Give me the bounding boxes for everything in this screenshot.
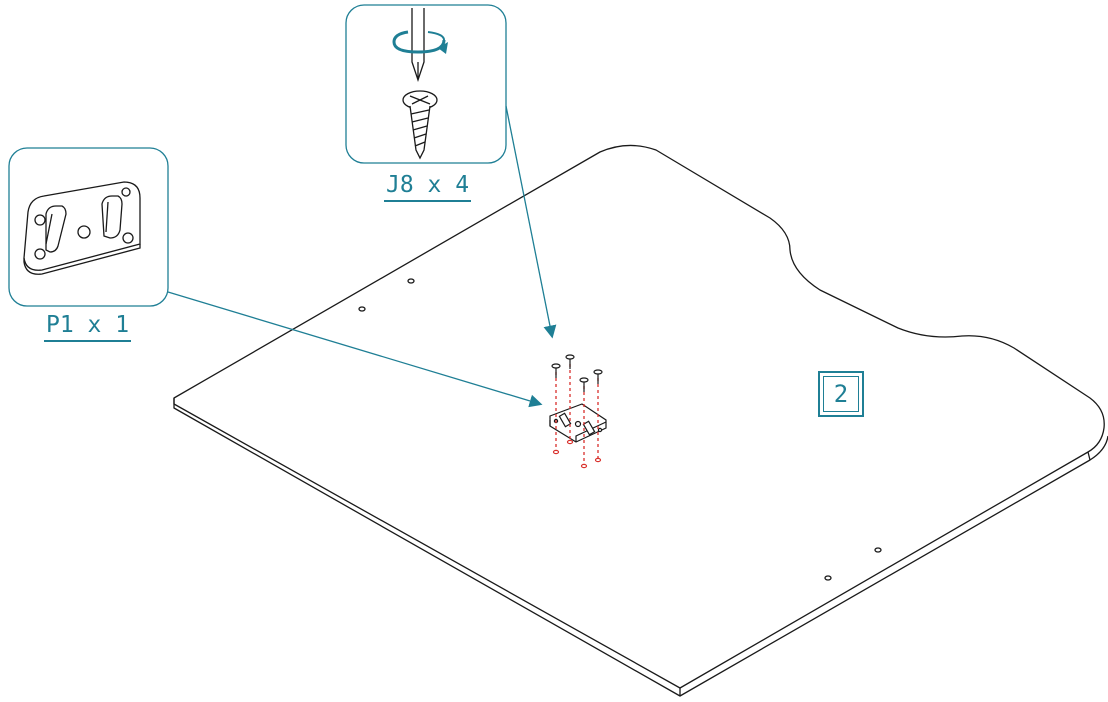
board-holes: [358, 278, 882, 581]
plate-leader-arrow: [167, 291, 543, 408]
step-number-badge: 2: [818, 371, 864, 417]
hole: [824, 575, 832, 581]
mounting-plate-icon: [23, 181, 141, 275]
screws-group: [551, 354, 603, 392]
wood-screw-icon: [565, 354, 575, 369]
screwdriver-icon: [411, 8, 425, 83]
rotation-arrow-icon: [392, 30, 448, 54]
screw-guide-lines: [555, 364, 599, 464]
wood-screw-icon: [579, 377, 589, 392]
mounting-plate-icon: [549, 403, 607, 443]
desk-top-board: [173, 144, 1108, 697]
screw-part-label: J8 x 4: [384, 172, 472, 202]
wood-screw-icon: [402, 90, 438, 160]
screw-detail-callout: [345, 4, 507, 164]
hole: [874, 547, 882, 553]
leader-arrows: [167, 105, 557, 408]
screw-callout-frame: [345, 4, 507, 164]
plate-part-label: P1 x 1: [44, 312, 132, 342]
hole: [358, 306, 366, 312]
screw-holes-red: [552, 439, 602, 469]
wood-screw-icon: [593, 369, 603, 384]
hole: [407, 278, 415, 284]
board-front-edge: [173, 398, 681, 697]
screw-leader-arrow: [505, 105, 557, 339]
board-top-face: [173, 144, 1105, 689]
plate-detail-callout: [8, 147, 169, 307]
wood-screw-icon: [551, 363, 561, 378]
